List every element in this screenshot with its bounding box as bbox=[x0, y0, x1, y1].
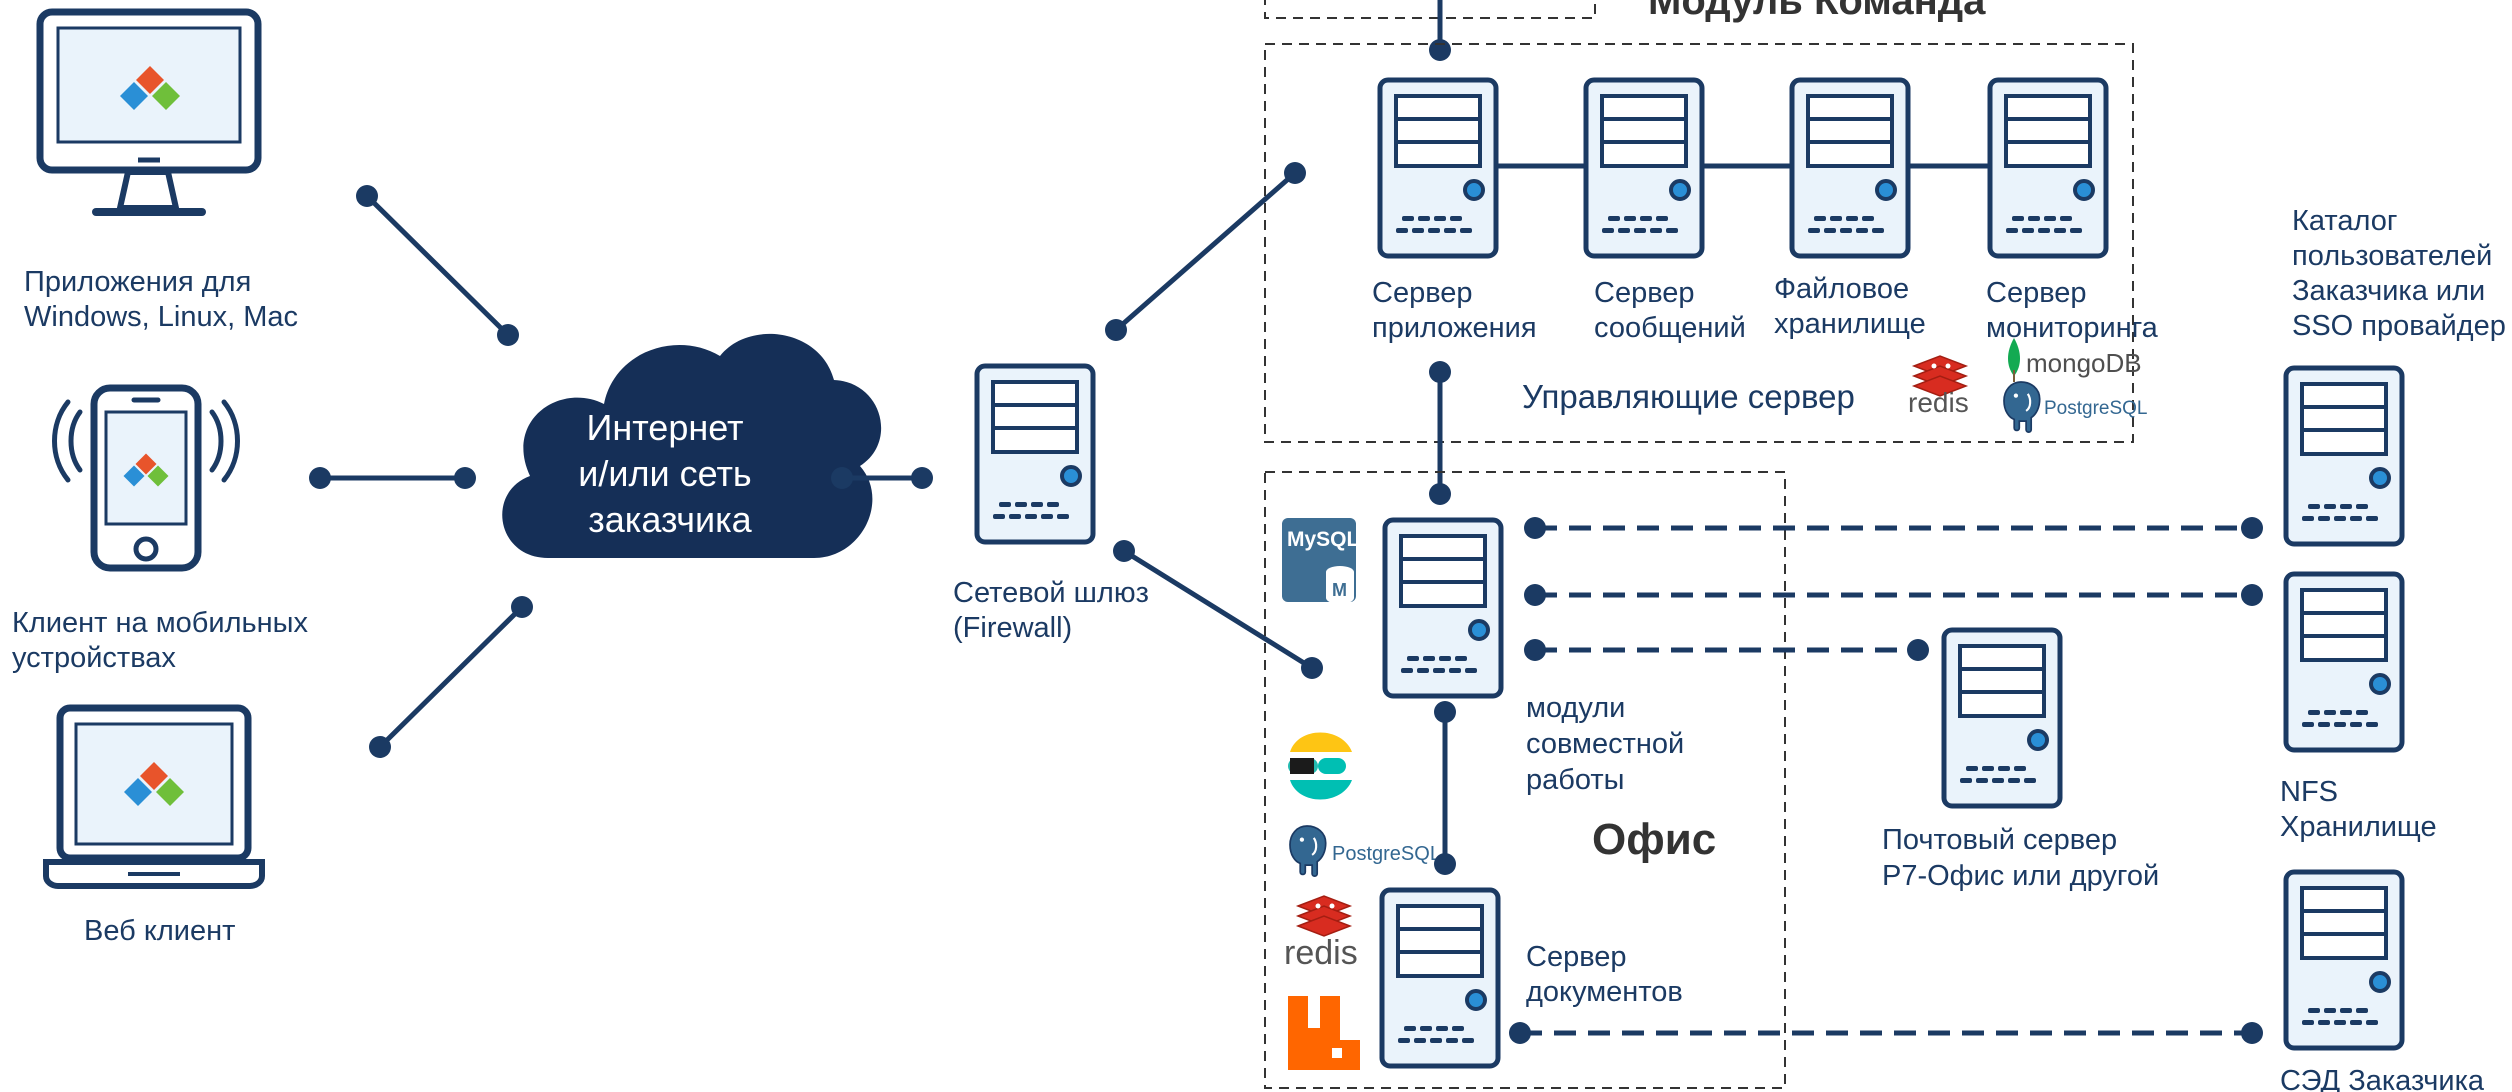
message-server: Сервер сообщений bbox=[1586, 80, 1746, 344]
collab-modules-label: модули совместной работы bbox=[1526, 692, 1692, 796]
nfs-storage-label: NFS Хранилище bbox=[2280, 776, 2437, 843]
command-module-box bbox=[1264, 43, 2134, 443]
nfs-storage: NFS Хранилище bbox=[2280, 574, 2437, 843]
office-module-title: Офис bbox=[1592, 815, 1716, 864]
svg-text:PostgreSQL: PostgreSQL bbox=[2044, 398, 2148, 419]
app-server: Сервер приложения bbox=[1372, 80, 1537, 344]
smartphone-icon bbox=[90, 384, 202, 572]
mysql-logo-icon: MySQL M bbox=[1282, 518, 1360, 604]
mail-server-label: Почтовый сервер Р7-Офис или другой bbox=[1882, 824, 2159, 892]
desktop-client: Приложения для Windows, Linux, Mac bbox=[24, 8, 298, 333]
web-client: Веб клиент bbox=[43, 704, 265, 947]
monitoring-server-label: Сервер мониторинга bbox=[1986, 277, 2159, 344]
cloud-label: Интернет и/или сеть заказчика bbox=[578, 407, 761, 540]
top-partial-box bbox=[1264, 0, 1596, 19]
svg-text:PostgreSQL: PostgreSQL bbox=[1332, 843, 1441, 865]
gateway-label: Сетевой шлюз (Firewall) bbox=[953, 577, 1157, 644]
mongodb-logo-icon: mongoDB bbox=[2008, 338, 2142, 382]
sed-system: СЭД Заказчика bbox=[2280, 872, 2485, 1092]
client-connectors bbox=[309, 185, 533, 758]
file-storage-label: Файловое хранилище bbox=[1774, 273, 1926, 340]
monitor-icon bbox=[36, 8, 262, 216]
internet-cloud: Интернет и/или сеть заказчика bbox=[502, 333, 882, 558]
sed-system-label: СЭД Заказчика bbox=[2280, 1065, 2485, 1092]
mobile-client: Клиент на мобильных устройствах bbox=[12, 384, 316, 674]
document-server: Сервер документов bbox=[1382, 890, 1683, 1066]
desktop-client-label: Приложения для Windows, Linux, Mac bbox=[24, 266, 298, 333]
elastic-logo-icon bbox=[1288, 732, 1352, 800]
command-module-title: Модуль Команда bbox=[1648, 0, 1986, 23]
mail-server: Почтовый сервер Р7-Офис или другой bbox=[1882, 630, 2159, 892]
redis-office-logo-icon: redis bbox=[1284, 895, 1358, 972]
laptop-icon bbox=[43, 704, 265, 889]
collab-server: модули совместной работы bbox=[1385, 520, 1692, 796]
svg-text:mongoDB: mongoDB bbox=[2026, 348, 2142, 378]
postgresql-office-logo-icon: PostgreSQL bbox=[1288, 824, 1441, 878]
dashed-connectors bbox=[1509, 517, 2263, 1044]
document-server-label: Сервер документов bbox=[1526, 941, 1683, 1008]
gateway-server: Сетевой шлюз (Firewall) bbox=[953, 366, 1157, 644]
svg-text:M: M bbox=[1332, 580, 1347, 600]
file-storage-server: Файловое хранилище bbox=[1774, 80, 1926, 340]
app-server-label: Сервер приложения bbox=[1372, 277, 1537, 344]
web-client-label: Веб клиент bbox=[84, 915, 235, 947]
svg-text:redis: redis bbox=[1284, 934, 1358, 972]
svg-text:MySQL: MySQL bbox=[1287, 528, 1360, 551]
control-servers-label: Управляющие сервер bbox=[1522, 378, 1855, 415]
rabbitmq-logo-icon bbox=[1288, 996, 1360, 1070]
monitoring-server: Сервер мониторинга bbox=[1986, 80, 2159, 344]
message-server-label: Сервер сообщений bbox=[1594, 277, 1746, 344]
signal-waves-icon bbox=[52, 399, 240, 483]
svg-text:redis: redis bbox=[1908, 387, 1969, 418]
user-catalog-label: Каталог пользователей Заказчика или SSO … bbox=[2292, 205, 2506, 342]
redis-logo-icon: redis bbox=[1908, 355, 1969, 418]
user-catalog: Каталог пользователей Заказчика или SSO … bbox=[2286, 205, 2506, 544]
office-module-box bbox=[1264, 471, 1786, 1089]
postgresql-logo-icon: PostgreSQL bbox=[2002, 380, 2148, 434]
mobile-client-label: Клиент на мобильных устройствах bbox=[12, 607, 316, 674]
